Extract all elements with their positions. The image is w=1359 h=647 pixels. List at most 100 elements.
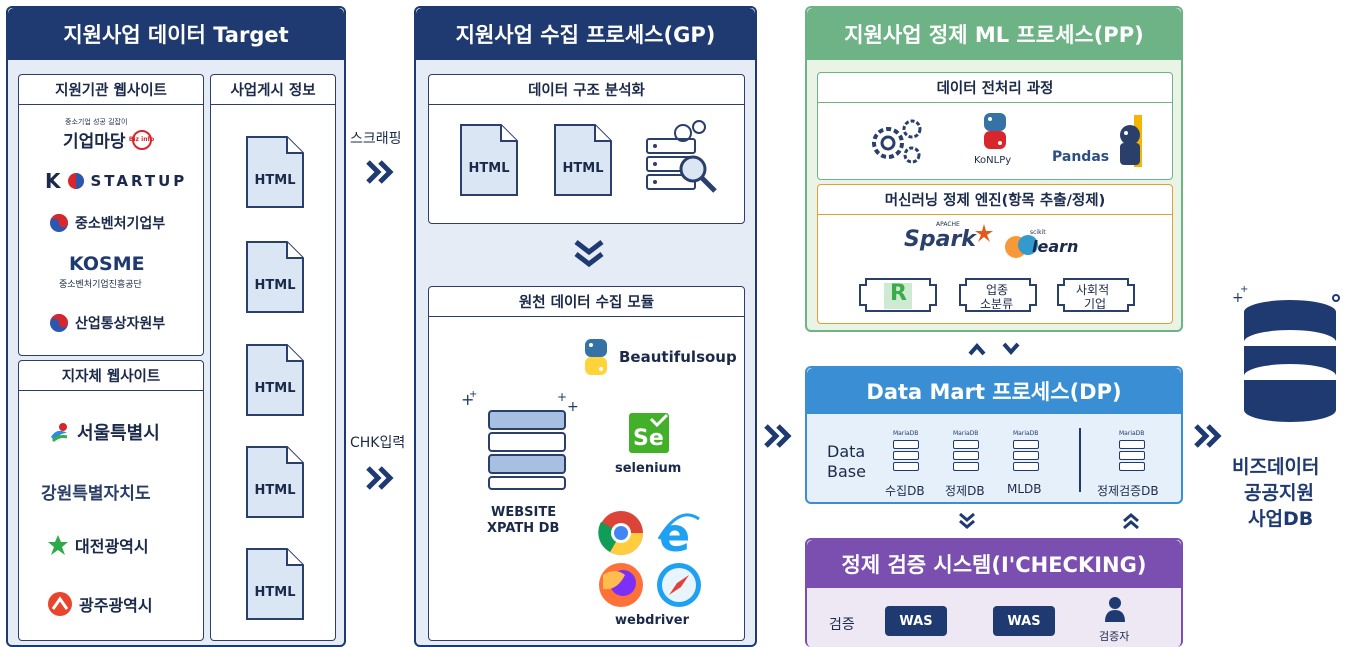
mariadb-logo: MariaDB	[1013, 430, 1039, 437]
social-label-2: 기업	[1084, 297, 1107, 311]
db-stack-icon	[1013, 440, 1039, 473]
db-label: 수집DB	[885, 484, 925, 498]
target-panel-title: 지원사업 데이터 Target	[8, 8, 344, 60]
local-daejeon-logo: 대전광역시	[47, 533, 149, 557]
agency-bizinfo-logo: 기업마당 Biz info	[63, 127, 154, 152]
preprocess-box: 데이터 전처리 과정 KoNLPy Pandas	[817, 72, 1173, 180]
html-doc: HTML	[459, 123, 519, 197]
db-label: MLDB	[1007, 482, 1042, 496]
preprocess-box-title: 데이터 전처리 과정	[818, 73, 1172, 103]
gp-panel-title: 지원사업 수집 프로세스(GP)	[416, 8, 755, 60]
checking-panel-title: 정제 검증 시스템(I'CHECKING)	[807, 540, 1181, 588]
html-doc: HTML	[245, 240, 305, 314]
mariadb-logo: MariaDB	[1119, 430, 1145, 437]
learn-label: learn	[1032, 237, 1079, 256]
agency-kosme-name: KOSME	[69, 253, 145, 275]
html-doc-label: HTML	[254, 381, 296, 396]
html-doc: HTML	[245, 135, 305, 209]
ml-box: 머신러닝 정제 엔진(항목 추출/정제) APACHE Spark scikit…	[817, 184, 1173, 324]
verify-label: 검증	[829, 617, 855, 633]
output-database-icon: + +	[1232, 284, 1340, 422]
agency-bizinfo-name: 기업마당	[63, 132, 126, 152]
local-box: 지자체 웹사이트 서울특별시 강원특별자치도 대전광역시 광주광역시	[18, 360, 204, 641]
category-module-icon	[959, 278, 1037, 312]
double-chevron-right-icon	[1194, 424, 1222, 448]
db-stack-icon	[953, 440, 979, 473]
ie-icon: e	[657, 509, 700, 557]
agency-motie-logo: 산업통상자원부	[49, 313, 165, 333]
double-chevron-right-icon	[366, 466, 394, 490]
gp-panel: 지원사업 수집 프로세스(GP) 데이터 구조 분석화 HTML HTML 원천…	[414, 6, 757, 647]
chevron-up-icon	[968, 342, 986, 356]
mariadb-logo: MariaDB	[953, 430, 979, 437]
db-divider	[1079, 428, 1081, 492]
pandas-label: Pandas	[1052, 149, 1110, 165]
konlpy-python-icon	[984, 113, 1006, 149]
server-search-icon	[646, 120, 717, 193]
pandas-mascot-icon	[1120, 115, 1142, 167]
verifier-label: 검증자	[1099, 630, 1130, 643]
spark-logo: Spark	[904, 223, 994, 252]
html-doc-label: HTML	[254, 483, 296, 498]
category-label-2: 소분류	[980, 297, 1014, 311]
was-server-badge: WAS	[993, 606, 1055, 636]
agency-box: 지원기관 웹사이트 중소기업 성공 길잡이 기업마당 Biz info K ST…	[18, 74, 204, 356]
selenium-icon: Se	[629, 413, 669, 453]
posting-box: 사업게시 정보 HTML HTML HTML HTML HTML	[210, 74, 336, 641]
svg-text:+: +	[1240, 284, 1248, 295]
xpath-db-icon: + + + +	[461, 391, 579, 490]
structure-box-title: 데이터 구조 분석화	[429, 75, 744, 105]
double-chevron-up-icon	[1123, 513, 1139, 530]
social-label-1: 사회적	[1076, 283, 1110, 297]
double-chevron-right-icon	[764, 424, 792, 448]
local-gangwon-name: 강원특별자치도	[41, 484, 151, 504]
chrome-icon	[598, 511, 643, 555]
seoul-icon	[51, 423, 68, 443]
scikit-learn-icon	[1005, 235, 1038, 258]
output-label-2: 공공지원	[1244, 482, 1314, 504]
firefox-icon	[599, 563, 643, 607]
module-box-title: 원천 데이터 수집 모듈	[429, 287, 744, 317]
beautifulsoup-name: Beautifulsoup	[619, 348, 737, 366]
html-doc-label: HTML	[562, 161, 604, 176]
verifier-person-icon	[1105, 597, 1125, 622]
rx-module-icon	[859, 278, 937, 312]
structure-box: 데이터 구조 분석화 HTML HTML	[428, 74, 745, 224]
mariadb-logo: MariaDB	[893, 430, 919, 437]
bizinfo-badge-icon: Biz info	[129, 129, 154, 150]
dp-panel-title: Data Mart 프로세스(DP)	[807, 368, 1181, 414]
html-doc: HTML	[245, 547, 305, 621]
db-label: 정제DB	[945, 484, 985, 498]
local-gwangju-name: 광주광역시	[79, 596, 153, 615]
html-doc-label: HTML	[468, 161, 510, 176]
safari-icon	[657, 563, 701, 607]
module-box: 원천 데이터 수집 모듈 + + + + WEBSITE XPATH DB Be…	[428, 286, 745, 641]
output-label-1: 비즈데이터	[1232, 456, 1320, 478]
target-panel: 지원사업 데이터 Target 지원기관 웹사이트 중소기업 성공 길잡이 기업…	[6, 6, 346, 647]
local-daejeon-name: 대전광역시	[75, 537, 149, 556]
svg-text:+: +	[557, 391, 567, 404]
was-server-badge: WAS	[885, 606, 947, 636]
html-doc: HTML	[245, 445, 305, 519]
chk-input-label: CHK입력	[350, 435, 406, 451]
spark-name: Spark	[904, 227, 976, 252]
agency-mss-name: 중소벤처기업부	[75, 216, 166, 232]
daejeon-icon	[48, 535, 68, 555]
svg-text:+: +	[567, 399, 579, 415]
gwangju-icon	[48, 592, 72, 616]
agency-startup-name: STARTUP	[90, 172, 188, 190]
dp-panel: Data Mart 프로세스(DP) Data Base MariaDB 수집D…	[805, 366, 1183, 504]
category-label-1: 업종	[986, 283, 1009, 297]
local-seoul-logo: 서울특별시	[49, 419, 160, 445]
rx-label: R	[890, 281, 907, 306]
social-module-icon	[1057, 278, 1135, 312]
agency-kosme-sub: 중소벤처기업진흥공단	[59, 280, 142, 290]
xpath-db-label-1: WEBSITE	[491, 505, 557, 520]
scraping-label: 스크래핑	[350, 131, 402, 147]
local-box-title: 지자체 웹사이트	[19, 361, 203, 391]
checking-panel: 정제 검증 시스템(I'CHECKING) 검증 WAS WAS 검증자	[805, 538, 1183, 647]
local-gwangju-logo: 광주광역시	[47, 591, 153, 617]
pp-panel-title: 지원사업 정제 ML 프로세스(PP)	[807, 8, 1181, 60]
taegeuk-icon	[50, 214, 68, 232]
html-doc-label: HTML	[254, 585, 296, 600]
